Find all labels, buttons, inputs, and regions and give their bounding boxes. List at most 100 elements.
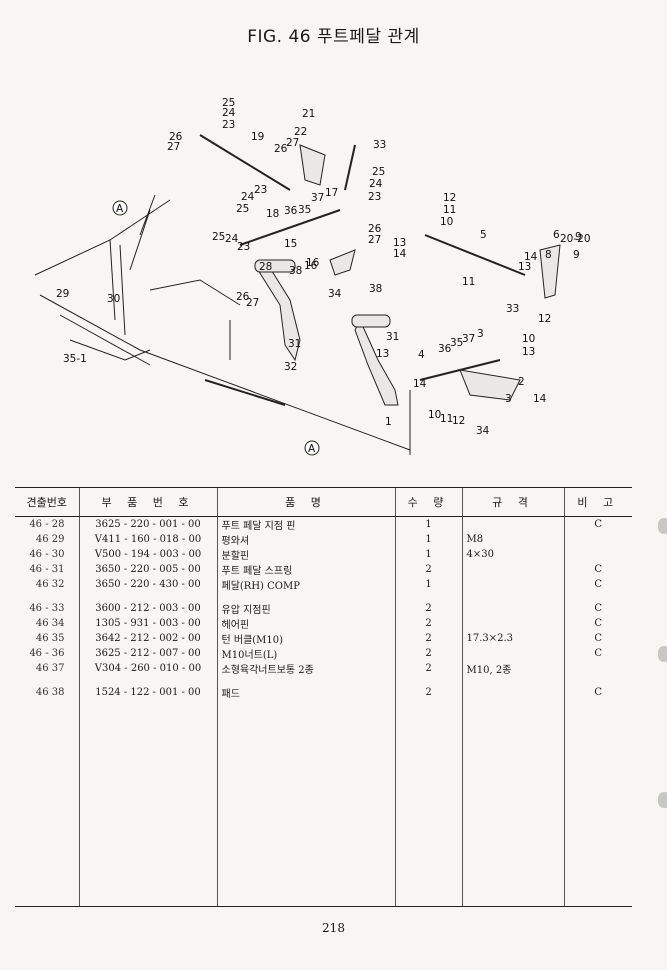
quantity-cell: 2 <box>394 616 462 631</box>
callout-label: 29 <box>56 288 69 300</box>
part-name-cell: 헤어핀 <box>216 616 395 631</box>
ref-no-cell: 46 35 <box>35 633 65 644</box>
remarks-cell: C <box>563 685 632 700</box>
col-header-spec: 규 격 <box>461 487 564 517</box>
callout-label: 35-1 <box>63 353 87 365</box>
ref-no-cell: 46 - 30 <box>29 549 65 560</box>
part-no-cell: 3650 - 220 - 005 - 00 <box>78 562 217 577</box>
ref-no-cell: 46 34 <box>35 618 65 629</box>
callout-label: 26 <box>274 143 288 155</box>
callout-label: 13 <box>522 346 535 358</box>
quantity-cell: 1 <box>394 516 462 532</box>
ref-no-cell: 46 - 28 <box>29 519 65 530</box>
callout-label: 11 <box>440 413 453 425</box>
remarks-cell <box>563 661 632 676</box>
callout-label: 14 <box>413 378 427 390</box>
callout-label: 36 <box>284 205 298 217</box>
quantity-cell: 1 <box>394 547 462 562</box>
callout-label: 37 <box>462 333 475 345</box>
callout-label: 24 <box>241 191 255 203</box>
remarks-cell: C <box>563 646 632 661</box>
callout-label: 33 <box>506 303 519 315</box>
part-no-cell: 1524 - 122 - 001 - 00 <box>78 685 217 700</box>
ref-no-cell: 46 - 36 <box>29 648 65 659</box>
callout-label: 2 <box>518 376 525 388</box>
spec-cell <box>461 516 564 532</box>
remarks-cell: C <box>563 516 632 532</box>
spec-cell: M8 <box>461 532 564 547</box>
callout-label: 12 <box>538 313 551 325</box>
callout-label: 26 <box>169 131 183 143</box>
col-header-part-no: 부 품 번 호 <box>78 487 217 517</box>
callout-label: 11 <box>443 204 456 216</box>
callout-label: 12 <box>452 415 465 427</box>
part-name-cell: 페달(RH) COMP <box>216 577 395 592</box>
callout-label: 15 <box>284 238 297 250</box>
callout-label: 16 <box>306 257 320 269</box>
callout-label: 6 <box>553 229 560 241</box>
callout-label: 26 <box>236 291 250 303</box>
callout-label: 23 <box>254 184 267 196</box>
callout-label: 14 <box>533 393 547 405</box>
ref-no-cell: 46 29 <box>35 534 65 545</box>
table-spacer-row <box>15 676 632 685</box>
part-name-cell: 푸트 페달 스프링 <box>216 562 395 577</box>
remarks-cell: C <box>563 577 632 592</box>
callout-label: 24 <box>222 107 236 119</box>
callout-label: 8 <box>545 249 552 261</box>
part-no-cell: 3625 - 220 - 001 - 00 <box>78 516 217 532</box>
callout-label: 16 <box>304 260 318 272</box>
ref-no-cell: 46 - 33 <box>29 603 65 614</box>
part-name-cell: 유압 지점핀 <box>216 601 395 616</box>
callout-label: 27 <box>286 137 299 149</box>
callout-label: 28 <box>259 261 272 273</box>
callout-label: 25 <box>372 166 385 178</box>
callout-label: 38 <box>369 283 382 295</box>
callout-label: 14 <box>524 251 538 263</box>
callout-label: 10 <box>440 216 453 228</box>
part-no-cell: 3600 - 212 - 003 - 00 <box>78 601 217 616</box>
callout-label: 10 <box>522 333 535 345</box>
view-marker-a-bottom: A <box>304 440 320 456</box>
callout-label: 26 <box>368 223 382 235</box>
callout-label: 5 <box>480 229 487 241</box>
callout-label: 25 <box>212 231 225 243</box>
quantity-cell: 1 <box>394 532 462 547</box>
callout-label: 21 <box>302 108 315 120</box>
spec-cell <box>461 616 564 631</box>
table-spacer-row <box>15 592 632 601</box>
callout-label: 9 <box>573 249 580 261</box>
callout-label: 36 <box>438 343 452 355</box>
callout-label: 25 <box>222 97 235 109</box>
ref-no-cell: 46 38 <box>35 687 65 698</box>
col-header-ref-no: 견출번호 <box>15 487 79 517</box>
spec-cell: 17.3×2.3 <box>461 631 564 646</box>
table-empty-space <box>15 700 632 907</box>
callout-label: 34 <box>328 288 342 300</box>
callout-label: 17 <box>325 187 338 199</box>
callout-label: 23 <box>222 119 235 131</box>
quantity-cell: 2 <box>394 562 462 577</box>
quantity-cell: 2 <box>394 631 462 646</box>
quantity-cell: 2 <box>394 685 462 700</box>
table-header-row: 견출번호 부 품 번 호 품 명 수 량 규 격 비 고 <box>15 487 632 517</box>
binding-hole <box>658 518 667 534</box>
part-no-cell: V304 - 260 - 010 - 00 <box>78 661 217 676</box>
col-header-quantity: 수 량 <box>394 487 462 517</box>
page-title: FIG. 46 푸트페달 관계 <box>247 27 420 47</box>
ref-no-cell: 46 37 <box>35 663 65 674</box>
callout-label: 14 <box>393 248 407 260</box>
spec-cell <box>461 562 564 577</box>
part-name-cell: M10너트(L) <box>216 646 395 661</box>
binding-hole <box>658 792 667 808</box>
quantity-cell: 2 <box>394 646 462 661</box>
col-header-remarks: 비 고 <box>563 487 632 517</box>
spec-cell <box>461 577 564 592</box>
callout-label: 22 <box>294 126 307 138</box>
